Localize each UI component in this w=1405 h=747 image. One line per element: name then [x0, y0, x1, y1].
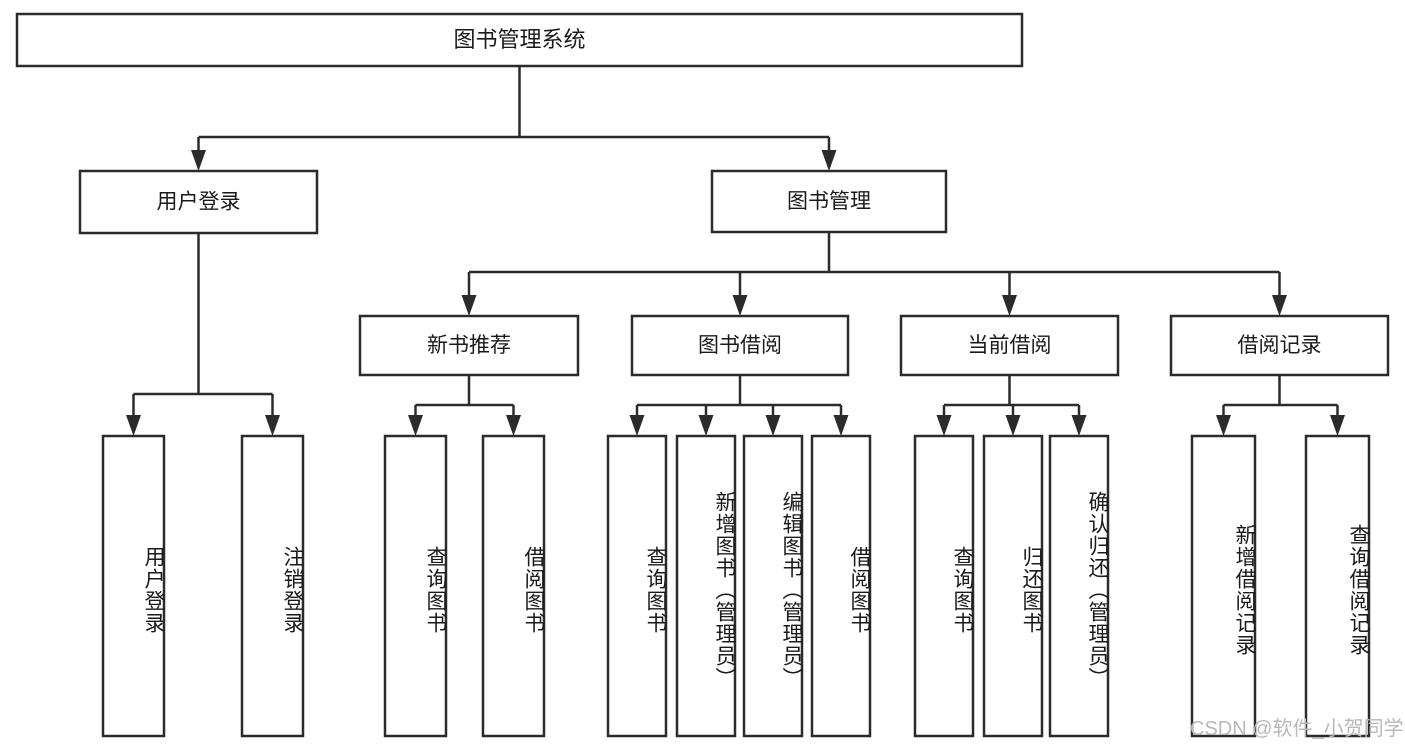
book-borrow-arrow-0 [629, 415, 645, 436]
node-box-user-login[interactable] [78, 169, 319, 235]
node-box-book-borrow[interactable] [630, 314, 850, 377]
book-borrow-arrow-3 [833, 415, 849, 436]
node-label-leaf-borrow-book-recommend: 借阅图书 [522, 546, 545, 634]
node-box-leaf-query-borrow-record[interactable] [1304, 434, 1371, 738]
user-login-arrow-1 [265, 415, 280, 436]
node-label-leaf-query-book-current: 查询图书 [951, 546, 974, 634]
node-box-book-management[interactable] [710, 169, 948, 234]
book-borrow-arrow-2 [765, 415, 781, 436]
node-box-leaf-query-book-borrow[interactable] [606, 434, 668, 738]
node-label-leaf-borrow-book: 借阅图书 [848, 546, 871, 634]
borrow-record-arrow-1 [1330, 415, 1345, 436]
bookmgmt-arrow-2 [1002, 295, 1017, 316]
bookmgmt-arrow-3 [1272, 295, 1287, 316]
node-box-leaf-confirm-return-admin[interactable] [1048, 434, 1110, 738]
node-label-leaf-query-book-borrow: 查询图书 [644, 546, 667, 634]
root-arrow-0 [191, 150, 206, 171]
csdn-watermark: CSDN @软件_小贺同学 [1190, 718, 1404, 740]
node-box-leaf-borrow-book[interactable] [810, 434, 872, 738]
node-box-borrow-record[interactable] [1169, 314, 1390, 377]
node-box-leaf-user-login[interactable] [101, 434, 166, 738]
connectors-layer [126, 66, 1345, 436]
user-login-arrow-0 [126, 415, 141, 436]
node-box-leaf-query-book-recommend[interactable] [383, 434, 448, 738]
node-box-new-book-recommend[interactable] [358, 314, 580, 377]
node-label-book-borrow: 图书借阅 [698, 334, 782, 357]
node-box-current-borrow[interactable] [899, 314, 1120, 377]
root-arrow-1 [821, 150, 837, 171]
node-label-leaf-query-borrow-record: 查询借阅记录 [1347, 524, 1370, 656]
node-box-leaf-add-book-admin[interactable] [675, 434, 737, 738]
node-box-leaf-add-borrow-record[interactable] [1190, 434, 1257, 738]
node-label-current-borrow: 当前借阅 [968, 334, 1052, 357]
node-label-undefined: 图书管理系统 [453, 27, 585, 52]
boxes-layer [15, 12, 1390, 738]
current-borrow-arrow-0 [936, 415, 952, 436]
node-label-leaf-add-book-admin: 新增图书（管理员） [713, 491, 736, 689]
book-borrow-arrow-1 [698, 415, 714, 436]
node-box-leaf-query-book-current[interactable] [913, 434, 975, 738]
borrow-record-arrow-0 [1216, 415, 1231, 436]
node-label-user-login: 用户登录 [157, 191, 241, 214]
node-box-leaf-edit-book-admin[interactable] [742, 434, 804, 738]
bookmgmt-arrow-1 [732, 295, 748, 316]
node-label-leaf-edit-book-admin: 编辑图书（管理员） [780, 491, 803, 689]
node-label-leaf-user-login: 用户登录 [142, 546, 165, 634]
node-label-leaf-confirm-return-admin: 确认归还（管理员） [1086, 491, 1109, 689]
node-label-leaf-query-book-recommend: 查询图书 [424, 546, 447, 634]
new-book-recommend-arrow-1 [506, 415, 521, 436]
bookmgmt-arrow-0 [461, 295, 477, 316]
current-borrow-arrow-2 [1071, 415, 1087, 436]
current-borrow-arrow-1 [1005, 415, 1021, 436]
node-box-undefined[interactable] [15, 12, 1024, 68]
node-label-new-book-recommend: 新书推荐 [427, 334, 511, 357]
node-box-leaf-return-book[interactable] [982, 434, 1044, 738]
node-label-leaf-logout-login: 注销登录 [281, 546, 304, 634]
node-box-leaf-logout-login[interactable] [240, 434, 305, 738]
node-box-leaf-borrow-book-recommend[interactable] [481, 434, 546, 738]
node-label-leaf-return-book: 归还图书 [1020, 546, 1043, 634]
new-book-recommend-arrow-0 [408, 415, 423, 436]
node-label-book-management: 图书管理 [787, 190, 871, 213]
node-label-leaf-add-borrow-record: 新增借阅记录 [1233, 524, 1256, 656]
node-label-borrow-record: 借阅记录 [1238, 334, 1322, 357]
